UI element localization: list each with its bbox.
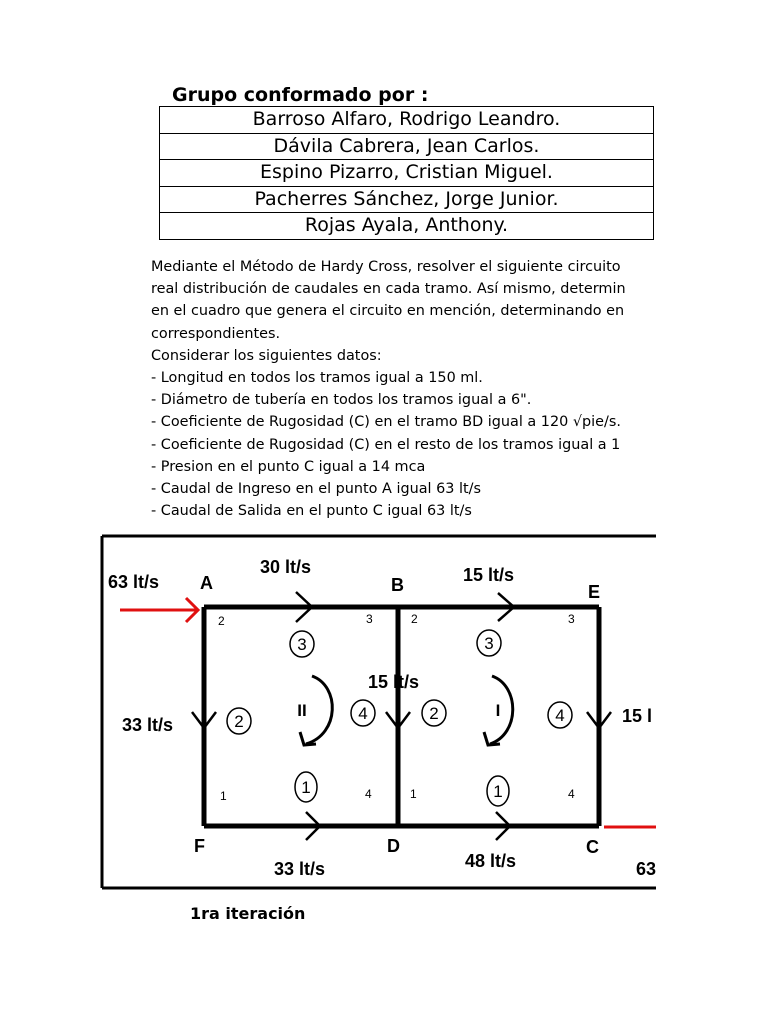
- pipe-number-circle: [350, 699, 376, 727]
- pipe-number: 3: [297, 635, 306, 654]
- corner-number: 3: [568, 612, 575, 626]
- node-label-b: B: [391, 575, 404, 595]
- problem-line: en el cuadro que genera el circuito en m…: [151, 303, 625, 320]
- problem-line: - Presion en el punto C igual a 14 mca: [151, 458, 426, 475]
- problem-line: real distribución de caudales en cada tr…: [151, 281, 626, 298]
- problem-line: Mediante el Método de Hardy Cross, resol…: [151, 259, 621, 275]
- loop-label-left: II: [297, 701, 306, 720]
- pipe-number-circle: [486, 775, 510, 807]
- problem-statement: Mediante el Método de Hardy Cross, resol…: [151, 256, 656, 522]
- pipe-number: 4: [555, 706, 564, 725]
- pipe-number-circle: [226, 707, 252, 735]
- member-name: Rojas Ayala, Anthony.: [159, 212, 654, 240]
- table-row: Dávila Cabrera, Jean Carlos.: [159, 132, 654, 160]
- corner-number: 2: [218, 614, 225, 628]
- member-name: Barroso Alfaro, Rodrigo Leandro.: [159, 106, 654, 134]
- node-label-f: F: [194, 836, 205, 856]
- node-label-c: C: [586, 837, 599, 857]
- arrow-be-head: [497, 592, 516, 622]
- flow-label-ec: 15 l: [622, 706, 652, 726]
- table-row: Espino Pizarro, Cristian Miguel.: [159, 159, 654, 187]
- flow-label-fd: 33 lt/s: [274, 859, 325, 879]
- flow-label-ab: 30 lt/s: [260, 557, 311, 577]
- flow-label-bd: 15 lt/s: [368, 672, 419, 692]
- arrow-af: [191, 711, 217, 731]
- corner-number: 1: [220, 789, 227, 803]
- corner-number: 4: [365, 787, 372, 801]
- flow-arrowheads: [191, 591, 612, 841]
- pipe-number: 2: [234, 712, 243, 731]
- corner-number: 2: [411, 612, 418, 626]
- arrow-ec: [586, 711, 612, 731]
- pipe-number-circle: [421, 699, 447, 727]
- table-row: Barroso Alfaro, Rodrigo Leandro.: [159, 106, 654, 134]
- member-name: Pacherres Sánchez, Jorge Junior.: [159, 185, 654, 213]
- problem-line: - Longitud en todos los tramos igual a 1…: [151, 370, 483, 387]
- pipe-number-circle: [547, 701, 573, 729]
- problem-line: - Coeficiente de Rugosidad (C) en el res…: [151, 436, 621, 453]
- loop-arrow-left: [305, 674, 334, 746]
- member-name: Espino Pizarro, Cristian Miguel.: [159, 159, 654, 187]
- loop-arrows: [298, 674, 515, 747]
- arrow-ab: [295, 591, 314, 623]
- external-flows: [120, 596, 656, 829]
- pipes: [201, 604, 602, 829]
- iteration-label: 1ra iteración: [190, 904, 306, 923]
- flow-label-be: 15 lt/s: [463, 565, 514, 585]
- pipe-number-circle: [476, 629, 502, 657]
- loop-arrow-right: [489, 674, 515, 746]
- flow-label-dc: 48 lt/s: [465, 851, 516, 871]
- arrow-fd: [305, 811, 322, 841]
- members-table: Barroso Alfaro, Rodrigo Leandro. Dávila …: [159, 106, 654, 240]
- corner-number: 4: [568, 787, 575, 801]
- pipe-number: 3: [484, 634, 493, 653]
- flow-label-inflow: 63 lt/s: [108, 572, 159, 592]
- flow-label-af: 33 lt/s: [122, 715, 173, 735]
- arrow-dc: [495, 811, 512, 841]
- problem-line: Considerar los siguientes datos:: [151, 347, 382, 364]
- problem-line: - Caudal de Ingreso en el punto A igual …: [151, 481, 481, 498]
- loop-arrow-left-head: [298, 731, 317, 747]
- member-name: Dávila Cabrera, Jean Carlos.: [159, 132, 654, 160]
- pipe-network-diagram: 3 3 2 4 2 4 1 1 2 3 2 3 1 4 1 4 II I A B…: [100, 534, 656, 890]
- problem-line: - Caudal de Salida en el punto C igual 6…: [151, 503, 472, 520]
- table-row: Pacherres Sánchez, Jorge Junior.: [159, 185, 654, 213]
- node-label-e: E: [588, 582, 600, 602]
- pipe-number-circle: [294, 771, 318, 803]
- corner-number: 1: [410, 787, 417, 801]
- inflow-arrowhead: [184, 596, 201, 624]
- corner-number: 3: [366, 612, 373, 626]
- diagram-frame: [100, 534, 656, 890]
- group-title: Grupo conformado por :: [172, 84, 429, 106]
- pipe-number: 2: [429, 704, 438, 723]
- problem-line: - Diámetro de tubería en todos los tramo…: [151, 392, 532, 409]
- loop-label-right: I: [496, 701, 501, 720]
- pipe-number: 4: [358, 704, 367, 723]
- node-label-d: D: [387, 836, 400, 856]
- node-label-a: A: [200, 573, 213, 593]
- table-row: Rojas Ayala, Anthony.: [159, 212, 654, 240]
- pipe-number-circle: [289, 630, 315, 658]
- problem-line: - Coeficiente de Rugosidad (C) en el tra…: [151, 414, 621, 431]
- arrow-bd: [385, 711, 411, 731]
- pipe-number: 1: [493, 782, 502, 801]
- problem-line: correspondientes.: [151, 325, 281, 342]
- loop-arrow-right-head: [482, 731, 501, 747]
- pipe-number: 1: [301, 778, 310, 797]
- flow-label-outflow: 63: [636, 859, 656, 879]
